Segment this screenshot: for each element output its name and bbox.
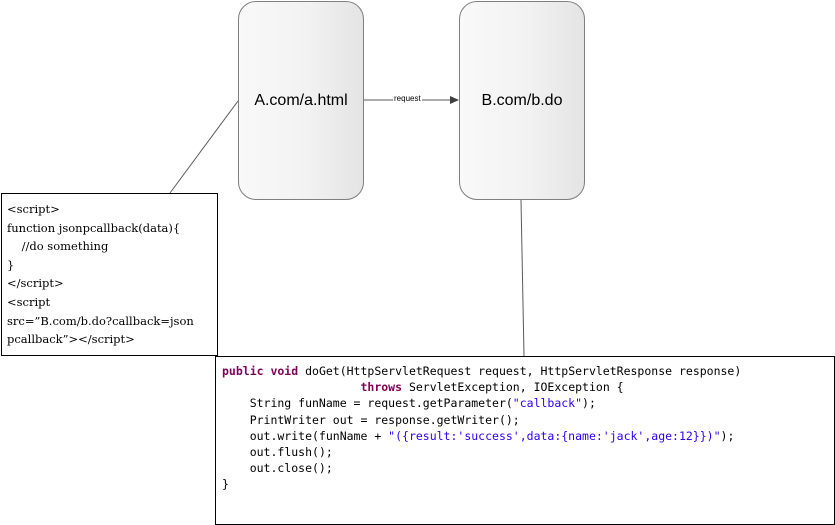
keyword: public void bbox=[222, 364, 299, 378]
client-code-line: pcallback”></script> bbox=[7, 332, 135, 347]
server-code-line-5: out.write(funName + "({result:'success',… bbox=[222, 428, 834, 444]
node-a-label: A.com/a.html bbox=[254, 91, 348, 109]
node-b-label: B.com/b.do bbox=[481, 91, 563, 109]
code-text: ); bbox=[720, 428, 735, 443]
code-text: String funName = request.getParameter( bbox=[222, 396, 513, 411]
code-text: out.write(funName + bbox=[222, 428, 389, 443]
code-text: doGet(HttpServletRequest request, HttpSe… bbox=[298, 364, 742, 378]
client-code-line: </script> bbox=[7, 276, 64, 291]
string-literal: "({result:'success',data:{name:'jack',ag… bbox=[388, 428, 721, 443]
code-text: ServletException, IOException { bbox=[402, 380, 624, 395]
server-code-line-1: public void doGet(HttpServletRequest req… bbox=[222, 363, 834, 379]
client-code-line: //do something bbox=[7, 239, 109, 254]
server-code-box: public void doGet(HttpServletRequest req… bbox=[215, 356, 835, 525]
code-indent bbox=[222, 445, 250, 459]
client-code-line: } bbox=[7, 257, 15, 272]
server-code-line-7: out.close(); bbox=[222, 461, 333, 476]
code-text: .flush(); bbox=[270, 445, 333, 460]
code-indent bbox=[222, 380, 360, 394]
client-code-box: <script> function jsonpcallback(data){ /… bbox=[1, 193, 218, 356]
client-code-line: src=”B.com/b.do?callback=json bbox=[7, 313, 194, 328]
code-text: ); bbox=[582, 396, 596, 411]
client-code-line: <script> bbox=[7, 202, 60, 216]
string-literal: "callback" bbox=[512, 396, 583, 411]
server-code-line-4: PrintWriter out = response.getWriter(); bbox=[222, 412, 520, 427]
client-code-line: <script bbox=[7, 294, 51, 309]
connector-b-to-server-code bbox=[520, 199, 525, 357]
code-text: out bbox=[249, 445, 271, 460]
client-code-line: function jsonpcallback(data){ bbox=[7, 220, 181, 235]
server-code-line-6: out.flush(); bbox=[222, 444, 834, 460]
request-arrow-head bbox=[450, 96, 459, 104]
server-code-line-8: } bbox=[222, 477, 229, 492]
keyword: throws bbox=[360, 380, 403, 395]
node-b-do: B.com/b.do bbox=[459, 1, 585, 200]
connector-a-to-client-code bbox=[169, 100, 239, 194]
server-code-line-2: throws ServletException, IOException { bbox=[222, 379, 834, 395]
node-a-html: A.com/a.html bbox=[238, 1, 364, 200]
request-edge-label: request bbox=[393, 94, 422, 103]
server-code-line-3: String funName = request.getParameter("c… bbox=[222, 395, 834, 411]
